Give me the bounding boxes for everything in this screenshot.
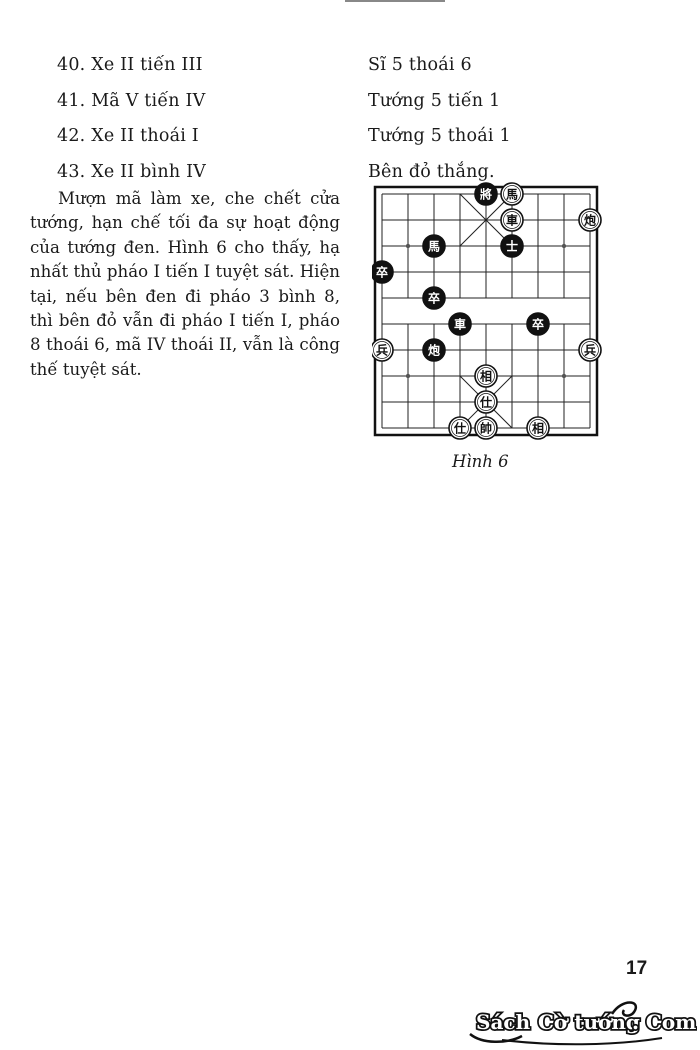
move-line: 42. Xe II thoái I (57, 126, 199, 146)
logo-text-2: Cờ tướng (538, 1010, 640, 1034)
red-piece-char: 炮 (584, 213, 596, 228)
move-line: 40. Xe II tiến III (57, 55, 203, 75)
red-piece-char: 兵 (584, 343, 596, 358)
red-piece (474, 390, 498, 414)
black-piece-char: 士 (506, 239, 518, 254)
red-piece-inner-ring (451, 419, 469, 437)
figure-caption: Hình 6 (452, 452, 509, 471)
page-number: 17 (626, 958, 648, 979)
black-piece (474, 182, 498, 206)
red-piece-inner-ring (477, 367, 495, 385)
red-piece-char: 帥 (480, 421, 492, 436)
logo-text-3: . Com (632, 1010, 696, 1034)
move-line: Tướng 5 tiến 1 (368, 90, 501, 111)
commentary-paragraph: Mượn mã làm xe, che chết cửa tướng, hạn … (30, 189, 340, 379)
red-piece-inner-ring (529, 419, 547, 437)
red-piece (578, 208, 602, 232)
red-piece-char: 車 (506, 213, 518, 228)
black-piece-char: 卒 (428, 291, 440, 306)
cannon-point-mark (561, 373, 567, 379)
red-piece-char: 兵 (376, 343, 388, 358)
xiangqi-board-figure: 將馬車炮馬士卒卒車卒兵炮兵相仕仕帥相 (370, 180, 612, 445)
move-line: 41. Mã V tiến IV (57, 90, 206, 111)
red-piece (474, 364, 498, 388)
red-piece (448, 416, 472, 440)
red-piece-inner-ring (581, 211, 599, 229)
move-line: Sĩ 5 thoái 6 (368, 55, 472, 75)
black-piece (500, 234, 524, 258)
moves-right-column: Sĩ 5 thoái 6 Tướng 5 tiến 1 Tướng 5 thoá… (368, 48, 511, 190)
black-piece (448, 312, 472, 336)
red-piece-inner-ring (373, 341, 391, 359)
palace-diagonal (459, 193, 513, 247)
red-piece (526, 416, 550, 440)
black-piece-char: 車 (454, 317, 466, 332)
red-piece-inner-ring (503, 185, 521, 203)
black-piece-char: 馬 (428, 240, 440, 254)
red-piece-inner-ring (581, 341, 599, 359)
red-piece (578, 338, 602, 362)
move-line: Tướng 5 thoái 1 (368, 126, 511, 146)
cannon-point-mark (561, 243, 567, 249)
red-piece (500, 182, 524, 206)
red-piece-inner-ring (503, 211, 521, 229)
black-piece-char: 將 (480, 187, 492, 202)
black-piece (422, 234, 446, 258)
black-piece-char: 炮 (428, 343, 440, 358)
black-piece (526, 312, 550, 336)
move-line: Bên đỏ thắng. (368, 161, 495, 182)
red-piece (474, 416, 498, 440)
site-logo: Sách Cờ tướng . Com (469, 1001, 697, 1046)
red-piece-inner-ring (477, 393, 495, 411)
red-piece-char: 仕 (453, 421, 466, 436)
red-piece-char: 仕 (479, 395, 492, 410)
xiangqi-board: 將馬車炮馬士卒卒車卒兵炮兵相仕仕帥相 (370, 182, 602, 440)
red-piece-char: 相 (480, 369, 492, 384)
red-piece-char: 相 (532, 421, 544, 436)
red-piece (500, 208, 524, 232)
top-rule (345, 0, 445, 2)
black-piece (422, 286, 446, 310)
moves-left-column: 40. Xe II tiến III 41. Mã V tiến IV 42. … (57, 48, 206, 190)
logo-text-1: Sách (476, 1010, 531, 1034)
red-piece-char: 馬 (506, 188, 518, 202)
move-line: 43. Xe II bình IV (57, 161, 207, 182)
cannon-point-mark (405, 373, 411, 379)
black-piece-char: 卒 (532, 317, 544, 332)
red-piece-inner-ring (477, 419, 495, 437)
black-piece (422, 338, 446, 362)
black-piece-char: 卒 (376, 265, 388, 280)
cannon-point-mark (405, 243, 411, 249)
